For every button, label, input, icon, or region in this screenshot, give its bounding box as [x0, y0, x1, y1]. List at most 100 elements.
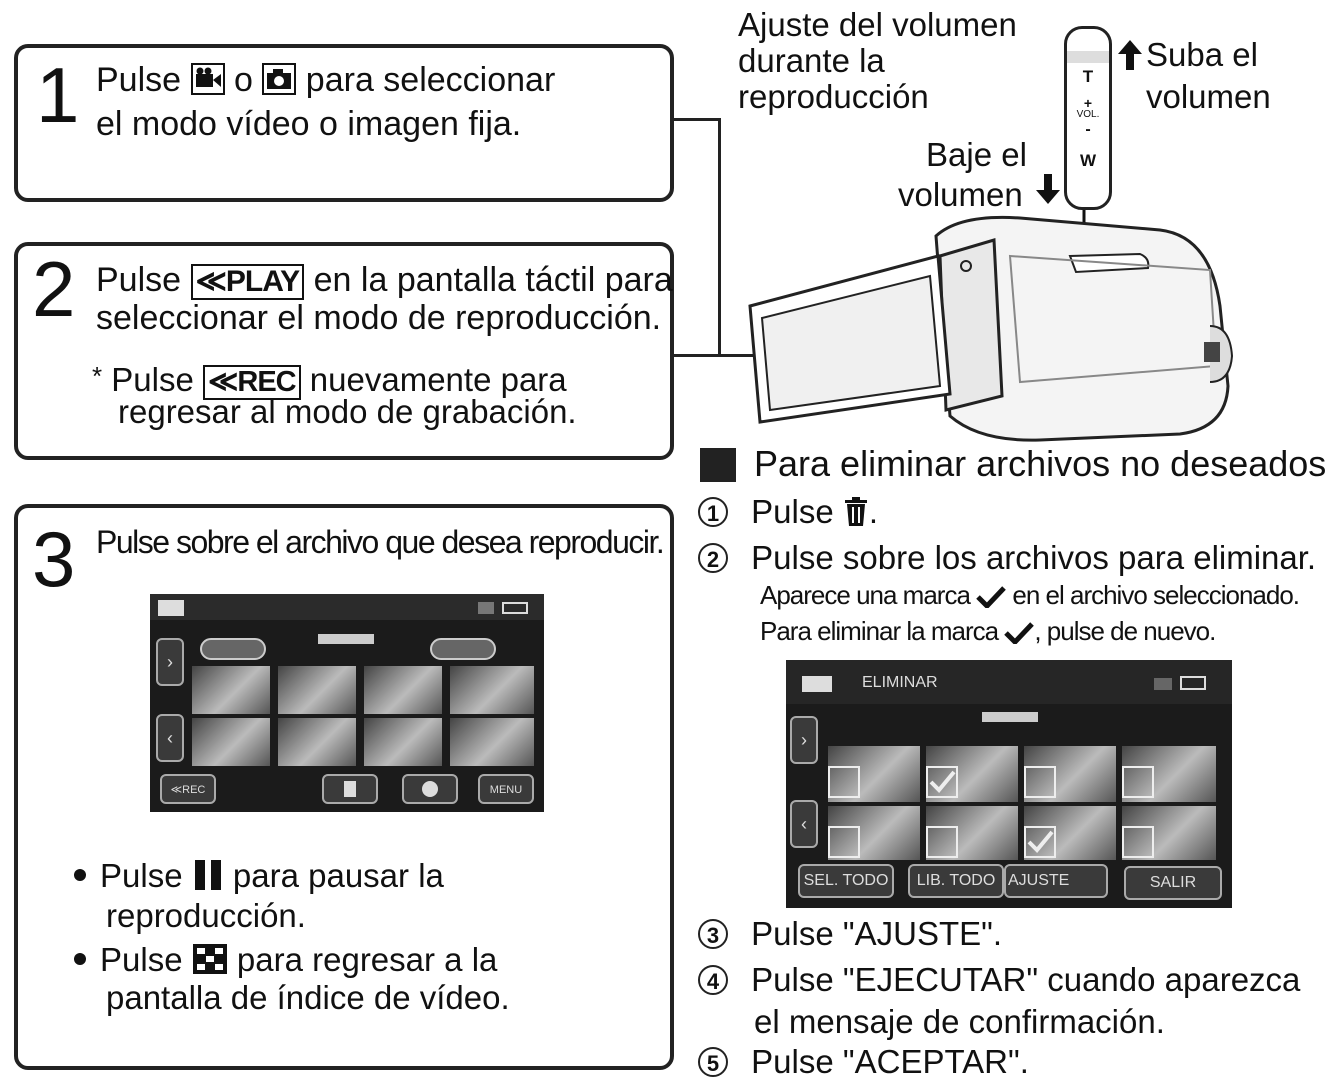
index-grid-icon [192, 943, 228, 984]
play-button-label: ≪PLAY [190, 264, 305, 300]
checkmark-icon [1027, 830, 1054, 853]
select-checkbox[interactable] [1024, 766, 1056, 798]
volume-title-line1: Ajuste del volumen [738, 6, 1017, 43]
select-checkbox-checked[interactable] [926, 766, 958, 798]
lever-plus-label: + [1083, 95, 1093, 111]
delete-step2-text: Pulse sobre los archivos para eliminar. [751, 539, 1317, 576]
step3-bullet2-line2: pantalla de índice de vídeo. [106, 979, 510, 1016]
delete-screen: ELIMINAR › ‹ SEL. TODO LIB. TODO AJUSTE … [786, 660, 1232, 908]
step-number-3: 3 [698, 919, 728, 949]
step-number-5: 5 [698, 1047, 728, 1077]
delete-step3-text: Pulse "AJUSTE". [751, 915, 1003, 952]
video-mode-icon [158, 600, 184, 616]
delete-step5-text: Pulse "ACEPTAR". [751, 1043, 1029, 1080]
select-checkbox[interactable] [1122, 766, 1154, 798]
index-right-pill[interactable] [430, 638, 496, 660]
select-checkbox[interactable] [828, 826, 860, 858]
rec-button[interactable]: ≪REC [160, 774, 216, 804]
bullet1-pre: Pulse [100, 857, 183, 894]
select-checkbox[interactable] [828, 766, 860, 798]
video-mode-icon [802, 676, 832, 692]
step2-line2: seleccionar el modo de reproducción. [96, 299, 662, 337]
lever-t-label: T [1082, 67, 1094, 86]
prev-page-button[interactable]: ‹ [790, 800, 818, 848]
thumbnail[interactable] [450, 718, 534, 766]
step2-note-post: nuevamente para [309, 361, 567, 398]
step1-pre: Pulse [96, 61, 182, 99]
step2-post: en la pantalla táctil para [313, 261, 673, 299]
step2-box [14, 242, 674, 460]
step2-note-star: * [92, 361, 103, 391]
step-number-4: 4 [698, 965, 728, 995]
next-page-button[interactable]: › [156, 638, 184, 686]
down-arrow-icon [1036, 174, 1060, 209]
thumbnail[interactable] [278, 718, 356, 766]
thumbnail[interactable] [828, 746, 920, 802]
select-checkbox[interactable] [926, 826, 958, 858]
step3-box [14, 504, 674, 1070]
release-all-button[interactable]: LIB. TODO [908, 864, 1004, 898]
thumbnail[interactable] [278, 666, 356, 714]
checkmark-icon [929, 770, 956, 793]
pause-icon [192, 859, 224, 900]
step3-bullet1-line1: Pulse para pausar la [74, 856, 444, 900]
bullet1-post: para pausar la [232, 857, 444, 894]
zoom-volume-lever[interactable]: T + VOL. - W [1064, 26, 1112, 210]
page-indicator [982, 712, 1038, 722]
thumbnail[interactable] [192, 666, 270, 714]
card-icon [478, 602, 494, 614]
prev-page-button[interactable]: ‹ [156, 714, 184, 762]
select-checkbox[interactable] [1122, 826, 1154, 858]
menu-button[interactable]: MENU [478, 774, 534, 804]
step2-line1: Pulse ≪PLAY en la pantalla táctil para [96, 260, 673, 300]
select-all-button[interactable]: SEL. TODO [798, 864, 894, 898]
step1-number: 1 [36, 51, 80, 139]
bullet-icon [74, 953, 86, 965]
step1-line1: Pulse o para seleccionar [96, 60, 555, 104]
index-screen: › ‹ ≪REC MENU [150, 594, 544, 812]
set-button[interactable]: AJUSTE [1004, 864, 1108, 898]
delete-button[interactable] [322, 774, 378, 804]
step2-note-pre: Pulse [111, 361, 194, 398]
bullet2-post: para regresar a la [236, 941, 498, 978]
delete-step3: 3 Pulse "AJUSTE". [698, 914, 1002, 954]
volume-up-line1: Suba el [1146, 36, 1258, 73]
volume-title-line3: reproducción [738, 78, 929, 115]
delete-step2-note2-post: , pulse de nuevo. [1034, 616, 1216, 646]
still-image-mode-icon [262, 63, 297, 104]
thumbnail[interactable] [1122, 746, 1216, 802]
volume-title-line2: durante la [738, 42, 885, 79]
delete-step2-note1: Aparece una marca en el archivo seleccio… [760, 578, 1300, 616]
thumbnail[interactable] [828, 806, 920, 860]
delete-step1: 1 Pulse . [698, 492, 878, 536]
thumbnail[interactable] [1024, 806, 1116, 860]
step3-bullet1-line2: reproducción. [106, 897, 306, 934]
thumbnail[interactable] [926, 746, 1018, 802]
delete-step4: 4 Pulse "EJECUTAR" cuando aparezca [698, 960, 1300, 1000]
thumbnail[interactable] [450, 666, 534, 714]
thumbnail[interactable] [1024, 746, 1116, 802]
thumbnail[interactable] [926, 806, 1018, 860]
delete-step2-note1-post: en el archivo seleccionado. [1012, 580, 1300, 610]
thumbnail[interactable] [364, 666, 442, 714]
thumbnail[interactable] [364, 718, 442, 766]
step1-post: para seleccionar [305, 61, 556, 99]
mode-button[interactable] [402, 774, 458, 804]
camcorder-illustration [740, 196, 1340, 446]
card-icon [1154, 678, 1172, 690]
index-left-pill[interactable] [200, 638, 266, 660]
delete-step5: 5 Pulse "ACEPTAR". [698, 1042, 1029, 1082]
select-checkbox-checked[interactable] [1024, 826, 1056, 858]
step3-number: 3 [32, 515, 76, 603]
exit-button[interactable]: SALIR [1124, 866, 1222, 900]
next-page-button[interactable]: › [790, 716, 818, 764]
trash-icon [843, 496, 869, 536]
thumbnail[interactable] [1122, 806, 1216, 860]
volume-down-line1: Baje el [926, 136, 1027, 173]
step1-line2: el modo vídeo o imagen fija. [96, 105, 522, 143]
thumbnail[interactable] [192, 718, 270, 766]
step2-pre: Pulse [96, 261, 182, 299]
step2-note-line1: * Pulse ≪REC nuevamente para [92, 356, 567, 400]
up-arrow-icon [1118, 40, 1142, 75]
step-number-1: 1 [698, 497, 728, 527]
